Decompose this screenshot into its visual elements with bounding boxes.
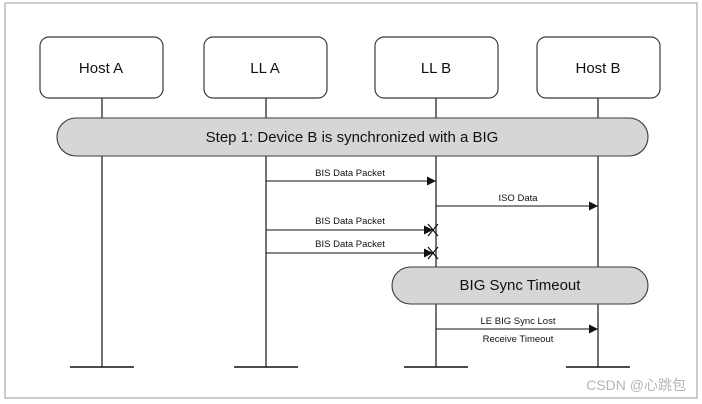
- message-label-line1: LE BIG Sync Lost: [481, 316, 556, 327]
- message-bis-data-packet-1: BIS Data Packet: [266, 168, 436, 186]
- entity-ll-a: LL A: [203, 36, 328, 99]
- entity-label: Host B: [575, 60, 620, 77]
- step-label: Step 1: Device B is synchronized with a …: [206, 129, 499, 146]
- lost-x-icon: [427, 246, 439, 260]
- message-label: BIS Data Packet: [315, 168, 385, 179]
- message-label: BIS Data Packet: [315, 239, 385, 250]
- message-label: ISO Data: [498, 193, 538, 204]
- step-banner: Step 1: Device B is synchronized with a …: [56, 117, 649, 157]
- message-le-big-sync-lost: LE BIG Sync Lost Receive Timeout: [436, 316, 598, 345]
- timeout-label: BIG Sync Timeout: [460, 277, 582, 294]
- message-iso-data: ISO Data: [436, 193, 598, 211]
- message-bis-data-packet-lost-2: BIS Data Packet: [266, 239, 439, 260]
- timeout-banner: BIG Sync Timeout: [391, 266, 649, 305]
- message-label: BIS Data Packet: [315, 216, 385, 227]
- entity-label: LL B: [421, 60, 451, 77]
- message-bis-data-packet-lost-1: BIS Data Packet: [266, 216, 439, 237]
- message-label-line2: Receive Timeout: [483, 334, 554, 345]
- entity-label: Host A: [79, 60, 123, 77]
- watermark: CSDN @心跳包: [586, 377, 686, 393]
- lost-x-icon: [427, 223, 439, 237]
- entity-host-b: Host B: [536, 36, 661, 99]
- entity-ll-b: LL B: [374, 36, 499, 99]
- entity-label: LL A: [250, 60, 279, 77]
- entity-host-a: Host A: [39, 36, 164, 99]
